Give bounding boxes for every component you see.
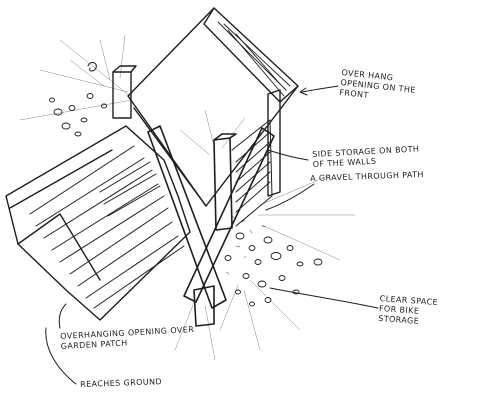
leader-gravel-path — [265, 183, 315, 211]
leader-overhang-front — [299, 85, 339, 96]
gravel-stones — [49, 93, 323, 307]
leader-reach-ground — [45, 327, 77, 385]
center-post — [213, 133, 237, 231]
rear-roof-slats — [217, 21, 291, 97]
rear-roof-panel — [127, 7, 299, 207]
gravel-texture — [225, 215, 266, 275]
small-glyph-mark — [87, 61, 97, 72]
back-post-left — [112, 65, 137, 119]
front-post — [193, 285, 215, 327]
leader-garden-patch — [58, 303, 67, 329]
cross-beam-left — [147, 125, 227, 309]
front-roof-panel — [5, 125, 191, 321]
cross-beam-right — [183, 127, 275, 303]
leader-bike-storage — [269, 287, 379, 309]
back-post-right — [267, 89, 281, 197]
front-roof-slats — [29, 145, 185, 309]
annotation-bike-storage: CLEAR SPACE FOR BIKE STORAGE — [377, 294, 439, 326]
leader-side-storage — [267, 149, 309, 161]
